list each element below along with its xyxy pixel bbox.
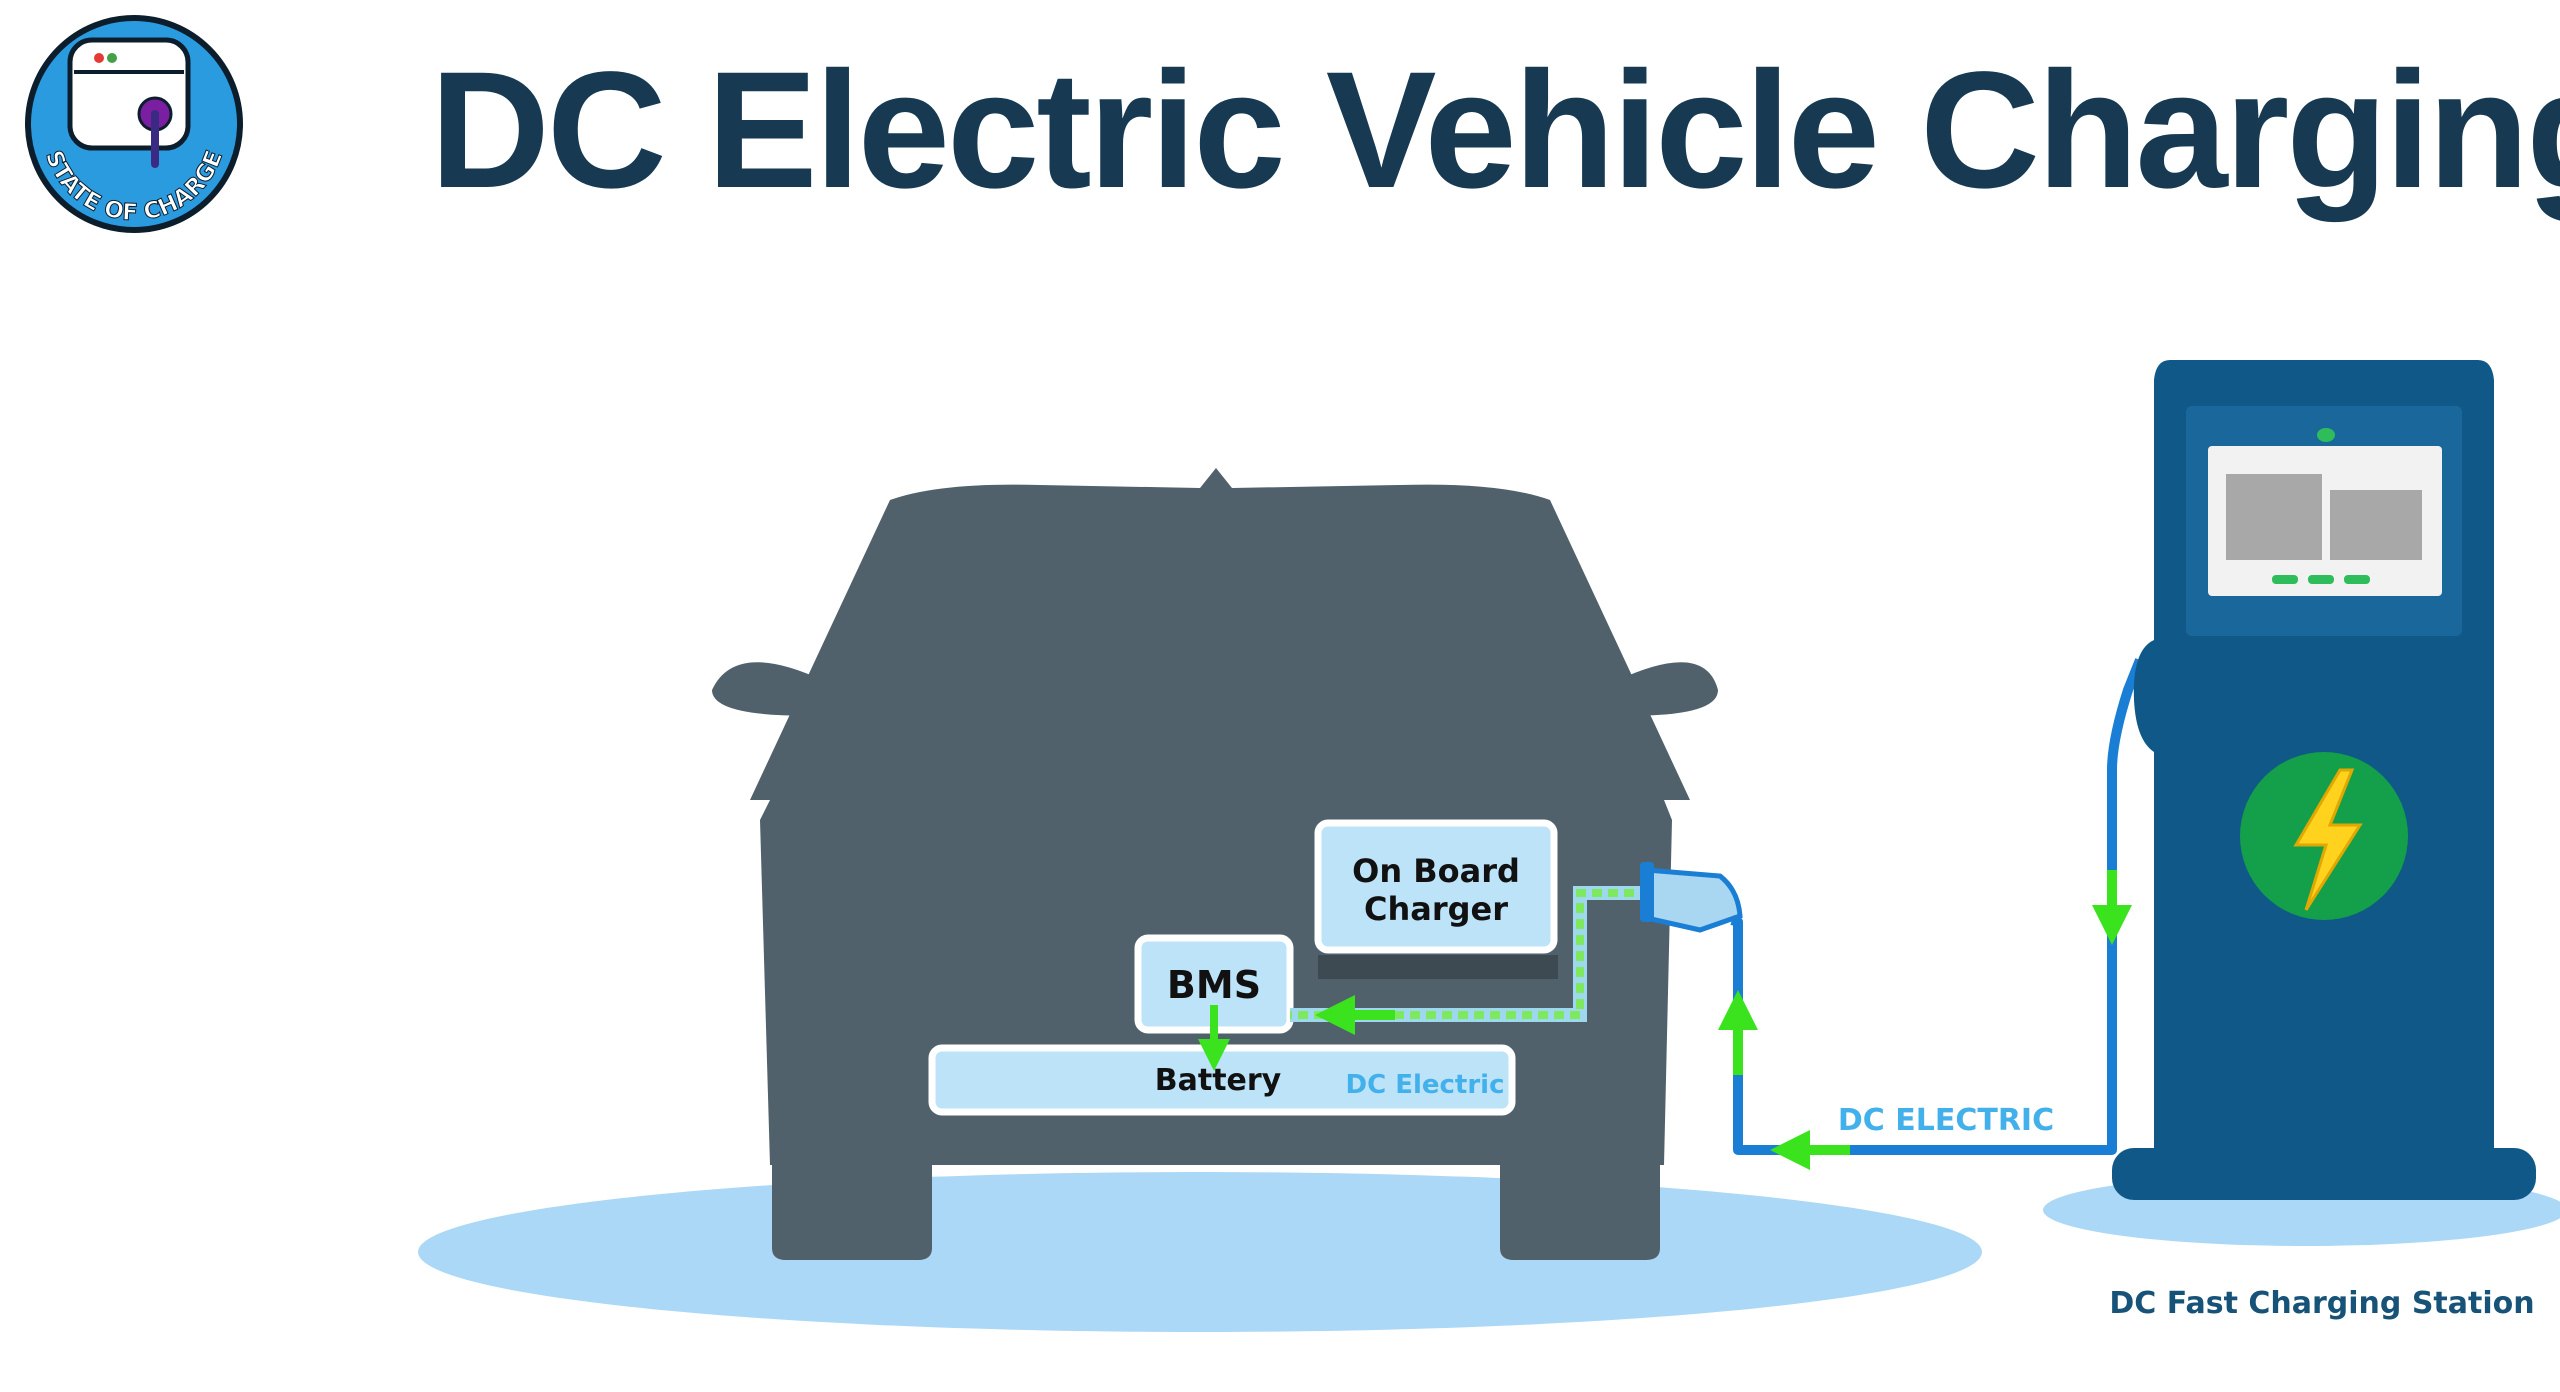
logo: STATE OF CHARGE xyxy=(25,15,243,233)
charging-connector xyxy=(1640,862,1743,933)
car-shadow xyxy=(418,1172,1982,1332)
charging-station xyxy=(2112,360,2536,1200)
charging-cable xyxy=(1718,658,2145,1170)
cable-dc-label: DC ELECTRIC xyxy=(1838,1103,2054,1138)
bms-label: BMS xyxy=(1167,963,1261,1007)
on-board-charger-label-1: On Board xyxy=(1352,852,1520,890)
on-board-charger-label-2: Charger xyxy=(1364,890,1508,928)
lightning-icon xyxy=(2293,768,2363,911)
station-base xyxy=(2112,1148,2536,1200)
station-label: DC Fast Charging Station xyxy=(2109,1286,2534,1321)
battery-label: Battery xyxy=(1155,1063,1282,1098)
charger-mount xyxy=(1318,955,1558,979)
page-title: DC Electric Vehicle Charging xyxy=(430,38,2560,223)
battery: Battery DC Electric xyxy=(928,1044,1516,1116)
car-silhouette xyxy=(712,468,1718,1260)
battery-dc-label: DC Electric xyxy=(1345,1070,1504,1100)
on-board-charger: On Board Charger xyxy=(1314,819,1558,954)
internal-flow-path xyxy=(1198,886,1650,1071)
